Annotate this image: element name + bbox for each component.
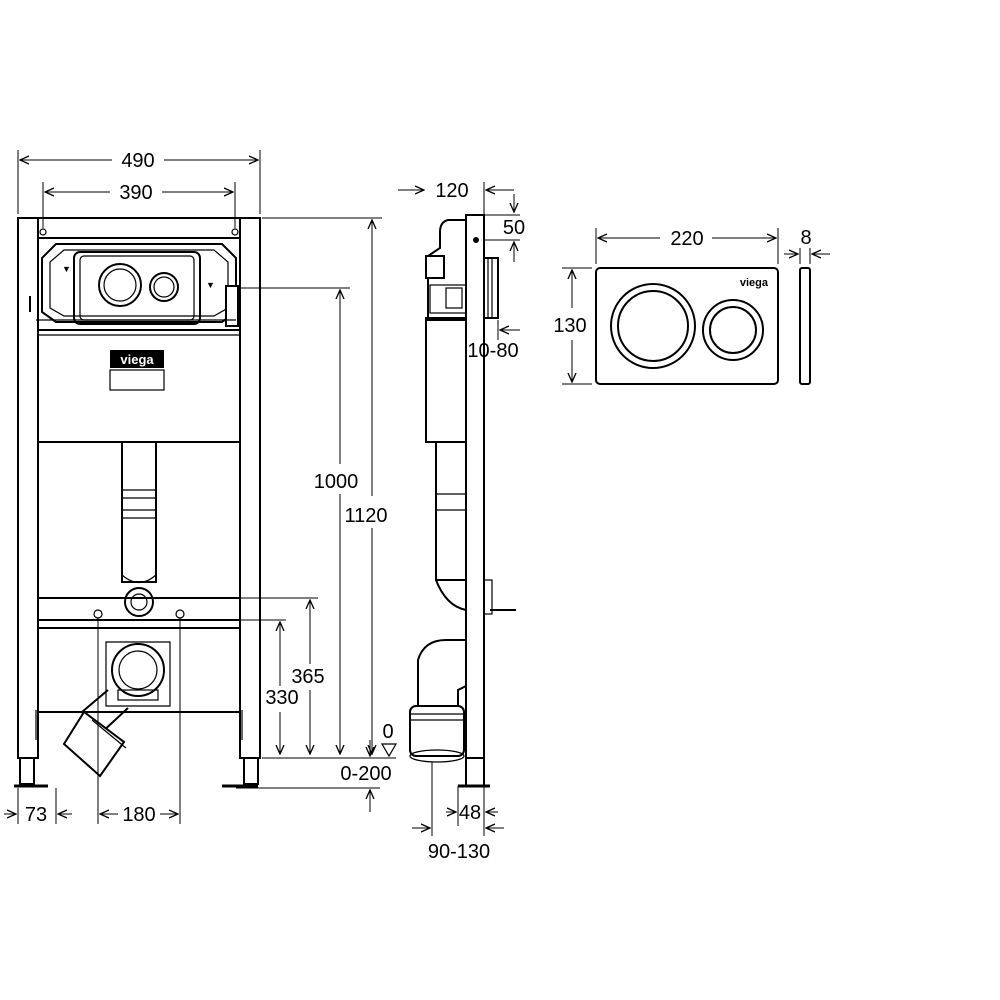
flush-plate-view: viega xyxy=(595,267,811,385)
dim-390: 390 xyxy=(119,182,152,204)
dim-50: 50 xyxy=(503,217,525,239)
side-frame xyxy=(465,214,485,759)
svg-text:▼: ▼ xyxy=(62,264,71,274)
left-foot xyxy=(14,710,48,788)
cistern xyxy=(37,329,241,443)
dim-180: 180 xyxy=(122,804,155,826)
plate-dimensions: 220 130 8 xyxy=(553,227,830,385)
dim-120: 120 xyxy=(435,180,468,202)
dim-10-80: 10-80 xyxy=(467,340,518,362)
front-dimensions: 490 390 1120 1000 365 330 0 0-200 73 xyxy=(4,150,398,826)
plate-small-button xyxy=(702,299,764,361)
dim-48: 48 xyxy=(459,802,481,824)
dim-330: 330 xyxy=(265,687,298,709)
dim-365: 365 xyxy=(291,666,324,688)
right-foot xyxy=(222,710,259,788)
left-upright xyxy=(17,217,39,759)
side-drain-bend xyxy=(417,639,467,709)
flush-pipe xyxy=(121,441,157,617)
mounting-bar xyxy=(37,597,241,621)
side-cistern xyxy=(425,317,467,443)
side-top-bracket xyxy=(427,219,466,321)
dim-130: 130 xyxy=(553,315,586,337)
plate-spacer xyxy=(483,257,499,319)
dim-90-130: 90-130 xyxy=(428,841,490,863)
side-dimensions: 120 50 10-80 48 90-130 xyxy=(398,180,525,863)
dim-zero: 0 xyxy=(382,721,393,743)
plate-edge xyxy=(799,267,811,385)
right-upright xyxy=(239,217,261,759)
dim-220: 220 xyxy=(670,228,703,250)
dim-1000: 1000 xyxy=(314,471,359,493)
dim-0-200: 0-200 xyxy=(340,763,391,785)
front-small-button xyxy=(149,272,179,302)
flush-plate xyxy=(595,267,779,385)
side-drain-socket xyxy=(409,705,465,757)
side-view xyxy=(409,214,516,788)
svg-text:▼: ▼ xyxy=(206,280,215,290)
dim-1120: 1120 xyxy=(344,505,387,527)
drain-connector xyxy=(62,641,171,778)
dim-490: 490 xyxy=(121,150,154,172)
plate-big-button xyxy=(610,283,696,369)
inspection-opening: ▼ ▼ xyxy=(29,237,300,331)
plate-logo: viega xyxy=(740,277,769,289)
front-big-button xyxy=(98,263,142,307)
dim-8: 8 xyxy=(800,227,811,249)
front-view: viega ▼ ▼ xyxy=(14,217,300,788)
dim-73: 73 xyxy=(25,804,47,826)
viega-label-text: viega xyxy=(120,352,154,367)
side-flush-pipe xyxy=(435,441,467,581)
zero-marker xyxy=(380,743,398,758)
viega-label: viega xyxy=(109,350,165,391)
